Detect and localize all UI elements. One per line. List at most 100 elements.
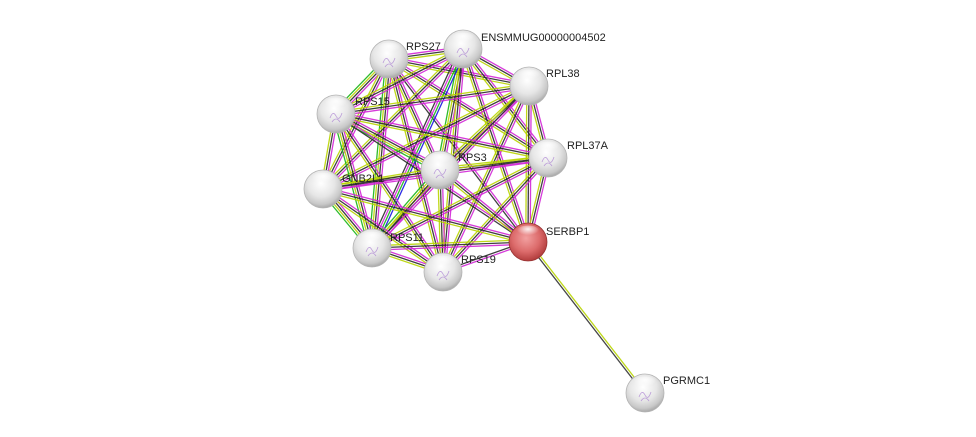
edge-rps27-rps3[interactable] [386,57,443,172]
edge-rpl38-rps15[interactable] [335,83,530,117]
edge-line-experiments [336,111,549,157]
node-label-rps19: RPS19 [461,254,496,266]
edge-line-experiments [370,48,463,248]
edge-gnb2l1-serbp1[interactable] [322,186,529,245]
node-highlight [431,255,455,268]
edge-line-textmining [387,60,548,161]
node-rps3[interactable]: RPS3 [420,150,487,190]
protein-structure-icon [638,391,652,402]
edge-line-experiments [323,186,445,271]
node-rps11[interactable]: RPS11 [352,228,424,268]
node-label-rps27: RPS27 [406,41,441,53]
edge-line-textmining [528,240,647,393]
edge-rps15-rpl37a[interactable] [335,111,549,161]
edge-line-experiments [336,50,465,117]
node-highlight [311,172,335,185]
node-label-serbp1: SERBP1 [546,226,589,238]
edge-line-coexpression [526,242,645,395]
edge-line-databases [442,85,530,273]
edge-line-textmining [460,49,547,160]
edge-line-databases [336,112,441,170]
edge-serbp1-rps11[interactable] [371,239,529,251]
edge-line-databases [462,48,549,159]
protein-structure-icon [433,168,447,179]
edge-line-textmining [440,84,528,272]
node-ensmmug00000004502[interactable]: ENSMMUG00000004502 [443,29,606,69]
edge-ensmmug00000004502-rps15[interactable] [334,46,465,117]
edge-line-textmining [335,115,548,161]
node-rpl37a[interactable]: RPL37A [528,138,609,178]
edge-line-textmining [386,59,439,172]
edge-line-textmining [370,155,548,247]
node-label-ensmmug00000004502: ENSMMUG00000004502 [481,32,606,44]
edge-serbp1-pgrmc1[interactable] [526,240,647,395]
edge-line-databases [322,188,529,243]
edge-line-experiments [390,57,443,170]
edge-line-databases [527,85,530,243]
edge-line-textmining [333,114,442,274]
edge-rpl37a-rps11[interactable] [370,155,550,251]
node-highlight [516,225,540,238]
edge-rps3-gnb2l1[interactable] [322,167,441,192]
edge-line-textmining [370,58,389,248]
node-pgrmc1[interactable]: PGRMC1 [625,373,710,413]
node-label-rpl37a: RPL37A [567,140,609,152]
edge-line-databases [322,85,530,190]
node-highlight [428,153,452,166]
protein-structure-icon [365,246,379,257]
edge-line-experiments [336,87,530,117]
node-rps19[interactable]: RPS19 [423,252,496,292]
protein-structure-icon [541,156,555,167]
edge-line-experiments [389,56,550,157]
edge-line-fusion [374,50,467,250]
node-label-rps11: RPS11 [390,232,424,244]
nodes-layer: RPS27 ENSMMUG00000004502 RPL38 RPS15 RPL… [303,29,710,413]
edge-line-databases [335,113,549,159]
node-highlight [633,376,657,389]
edge-rpl38-gnb2l1[interactable] [321,83,531,192]
protein-structure-icon [329,112,343,123]
node-label-rps15: RPS15 [355,96,390,108]
edge-rps27-serbp1[interactable] [387,57,530,244]
edge-line-experiments [464,47,551,158]
node-highlight [377,42,401,55]
edge-line-textmining [334,46,463,113]
edge-line-textmining [322,190,528,245]
edge-line-experiments [390,58,446,272]
node-serbp1[interactable]: SERBP1 [508,222,589,262]
edge-line-experiments [338,112,376,248]
protein-structure-icon [456,47,470,58]
protein-structure-icon [436,270,450,281]
edge-line-experiments [337,110,442,168]
edge-line-databases [368,47,461,247]
edge-line-experiments [374,59,393,249]
protein-structure-icon [382,57,396,68]
node-highlight [451,32,475,45]
edge-line-experiments [323,87,531,192]
edge-line-textmining [335,83,529,113]
node-gnb2l1[interactable]: GNB2L1 [303,169,384,209]
edge-line-textmining [386,59,442,273]
edge-line-databases [371,157,549,249]
edge-line-databases [335,48,464,115]
edge-ensmmug00000004502-rps11[interactable] [368,47,467,250]
node-rpl38[interactable]: RPL38 [509,66,580,106]
edge-line-experiments [372,159,550,251]
edge-line-textmining [322,167,440,188]
edge-line-experiments [372,243,529,251]
edge-ensmmug00000004502-rpl37a[interactable] [460,47,551,160]
node-label-rps3: RPS3 [458,152,487,164]
node-rps15[interactable]: RPS15 [316,94,390,134]
edge-line-databases [322,169,441,190]
edge-line-databases [322,188,444,273]
edge-line-databases [388,58,441,171]
node-label-rpl38: RPL38 [546,68,580,80]
edge-line-textmining [321,83,529,188]
edge-line-databases [336,113,374,248]
edge-line-experiments [323,171,441,192]
edge-line-textmining [320,46,462,188]
node-rps27[interactable]: RPS27 [369,39,441,79]
node-highlight [360,231,384,244]
edge-line-textmining [525,85,528,242]
